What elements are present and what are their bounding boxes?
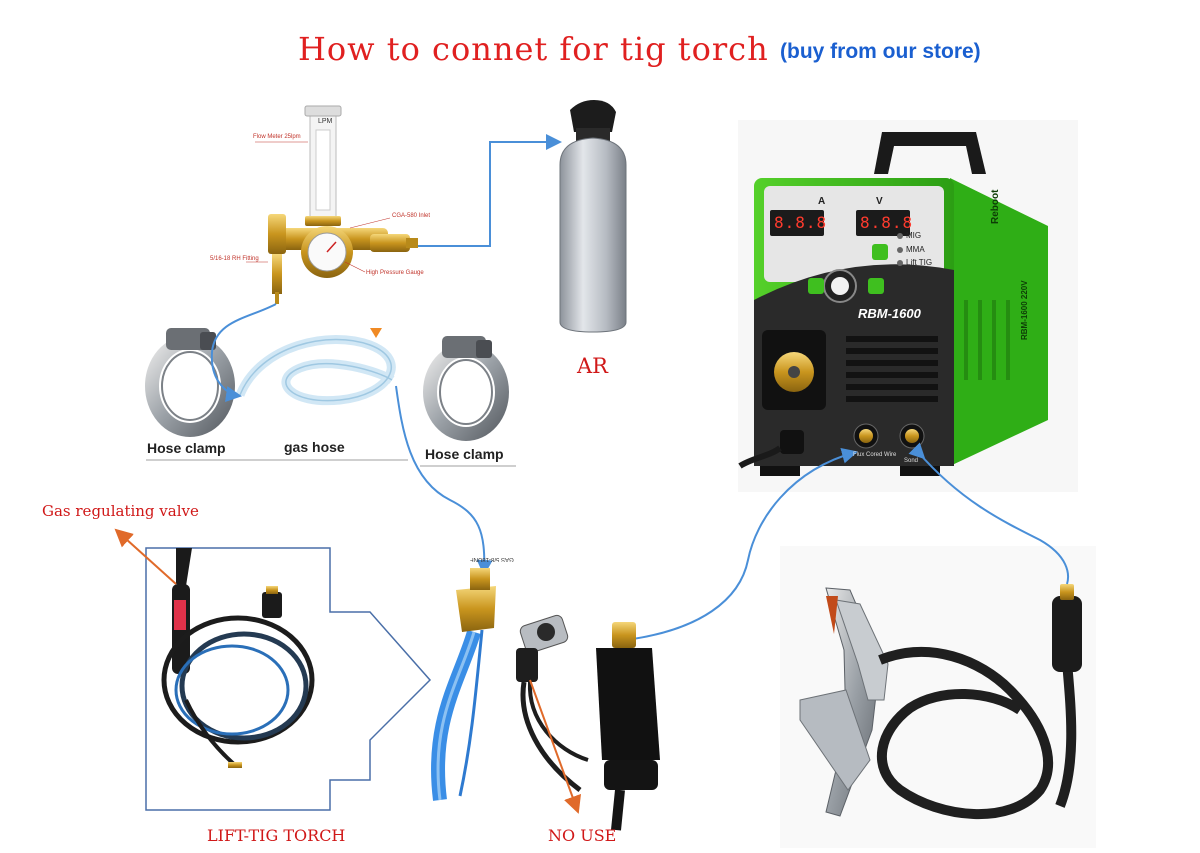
- argon-cylinder: [559, 100, 627, 333]
- arrow-hose-to-connector: [395, 385, 493, 576]
- mode-mma: MMA: [906, 245, 925, 254]
- socket-negative: [859, 429, 873, 443]
- fitting-callout: 5/16-18 RH Fitting: [210, 256, 259, 262]
- torch-callout-frame: [145, 547, 432, 811]
- flowmeter-scale: [315, 129, 331, 211]
- arrow-no-use: [529, 679, 581, 814]
- arrow-torch-plug-to-negative: [625, 447, 858, 641]
- dinse-plug-body: [596, 648, 660, 760]
- welder-side-model: RBM-1600 220V: [1020, 280, 1029, 340]
- mode-mig: MIG: [906, 231, 922, 240]
- display-v-value: 8.8.8: [860, 213, 914, 232]
- mode-lift-tig: Lift TIG: [906, 258, 933, 267]
- display-a-value: 8.8.8: [774, 213, 828, 232]
- lift-tig-torch-label: LIFT-TIG TORCH: [207, 826, 346, 845]
- display-a-label: A: [818, 196, 826, 207]
- flowmeter-callout: Flow Meter 25lpm: [253, 134, 301, 140]
- hose-clamp-right-label: Hose clamp: [425, 446, 504, 462]
- argon-label: AR: [577, 354, 608, 378]
- socket-left-label: Flux Cored Wire: [853, 452, 897, 458]
- argon-regulator: [246, 105, 418, 304]
- vent-grille: [846, 336, 938, 402]
- gas-regulating-valve-label: Gas regulating valve: [42, 502, 199, 520]
- welder-model: RBM-1600: [858, 306, 921, 321]
- gas-connector-label: GAS 5/8-18UNF: [470, 556, 514, 562]
- no-use-label: NO USE: [548, 826, 617, 845]
- hose-clamp-right-image: [423, 336, 509, 441]
- socket-positive: [905, 429, 919, 443]
- hose-clamp-left-label: Hose clamp: [147, 440, 226, 456]
- tig-torch-image: [161, 548, 315, 768]
- welder-machine-image: [738, 120, 1078, 492]
- torch-gas-hose-image: [431, 568, 496, 801]
- cga-callout: CGA-580 Inlet: [392, 213, 431, 219]
- ground-clamp-image: [780, 546, 1096, 848]
- socket-right-label: Sond: [904, 458, 919, 464]
- gauge-callout: High Pressure Gauge: [366, 270, 424, 276]
- dinse-plug: [1052, 596, 1082, 672]
- display-v: [856, 210, 910, 236]
- welder-brand: Reboot: [990, 189, 1001, 224]
- page-title: How to connet for tig torch: [298, 30, 769, 68]
- welder-side-panel: [950, 178, 1048, 466]
- flowmeter-lpm-label: LPM: [318, 118, 333, 125]
- arrow-gas-valve: [114, 528, 177, 585]
- arrow-regulator-to-cylinder: [418, 134, 562, 247]
- gas-hose-label: gas hose: [284, 439, 345, 455]
- display-v-label: V: [876, 196, 883, 207]
- cga-inlet-nut: [370, 234, 410, 252]
- display-a: [770, 210, 824, 236]
- store-link[interactable]: (buy from our store): [780, 40, 981, 63]
- arrow-regulator-to-hose: [210, 303, 277, 402]
- hose-barb: [272, 254, 282, 294]
- arrow-positive-to-ground-clamp: [917, 451, 1069, 585]
- control-plug-image: [516, 614, 589, 792]
- gas-hose-image: [235, 328, 396, 406]
- torch-dinse-plug-image: [596, 622, 660, 831]
- hose-clamp-left-image: [145, 328, 235, 437]
- gas-connector-nut: [456, 586, 496, 632]
